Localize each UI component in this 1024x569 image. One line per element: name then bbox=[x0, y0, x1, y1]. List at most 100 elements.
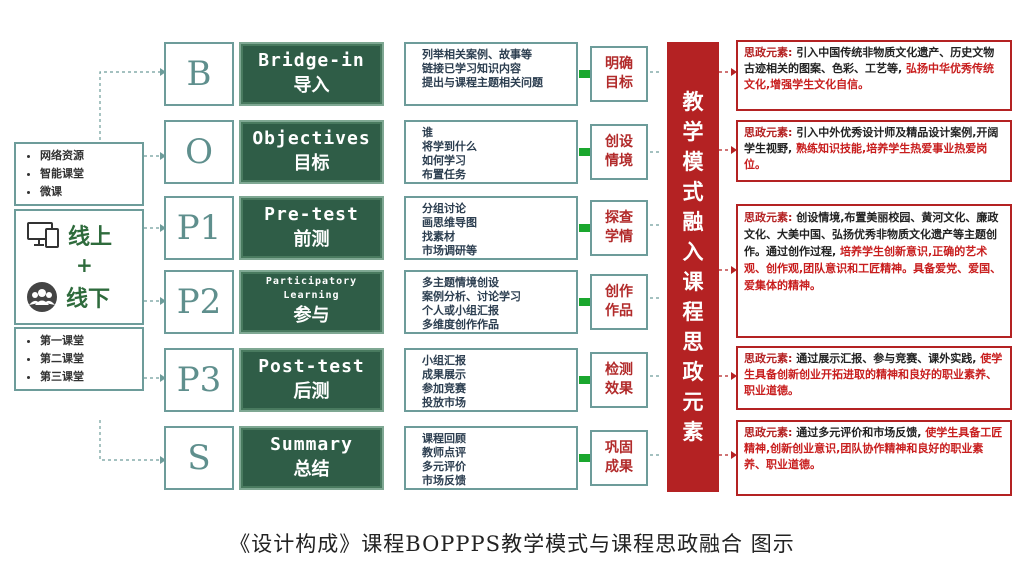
outcome-summary: 巩固 成果 bbox=[590, 430, 648, 486]
activities-objectives: 谁 将学到什么 如何学习 布置任务 bbox=[404, 120, 578, 184]
stage-summary: Summary 总结 bbox=[239, 426, 384, 490]
list-item: 第二课堂 bbox=[40, 350, 136, 368]
element-lead: 思政元素: bbox=[744, 126, 793, 139]
title-char: 元 bbox=[682, 389, 704, 414]
stage-cn-label: 前测 bbox=[293, 229, 330, 250]
activity-item: 布置任务 bbox=[422, 168, 466, 181]
activity-item: 分组讨论 bbox=[422, 202, 466, 215]
stage-objectives: Objectives 目标 bbox=[239, 120, 384, 184]
activity-item: 个人或小组汇报 bbox=[422, 304, 499, 317]
element-highlight: 弘扬中华优秀传统文化,增强学生文化自信。 bbox=[744, 62, 995, 91]
stage-pre-test: Pre-test 前测 bbox=[239, 196, 384, 260]
list-item: 智能课堂 bbox=[40, 165, 136, 183]
stage-letter-p3: P3 bbox=[164, 348, 234, 412]
element-box-3: 思政元素: 创设情境,布置美丽校园、黄河文化、廉政文化、大美中国、弘扬优秀非物质… bbox=[736, 204, 1012, 338]
stage-en-label: Post-test bbox=[258, 356, 365, 377]
outcome-line: 巩固 bbox=[605, 440, 633, 456]
stage-en-label: Bridge-in bbox=[258, 50, 365, 71]
activities-summary: 课程回顾 教师点评 多元评价 市场反馈 bbox=[404, 426, 578, 490]
element-lead: 思政元素: bbox=[744, 211, 793, 224]
outcome-post-test: 检测 效果 bbox=[590, 352, 648, 408]
outcome-line: 检测 bbox=[605, 362, 633, 378]
activity-item: 多元评价 bbox=[422, 460, 466, 473]
center-vertical-title: 教 学 模 式 融 入 课 程 思 政 元 素 bbox=[667, 42, 719, 492]
element-text: 引入中国传统非物质文化遗产、历史文物古迹相关的图案、色彩、工艺等, bbox=[744, 46, 995, 75]
activity-item: 找素材 bbox=[422, 230, 455, 243]
element-highlight: 培养学生创新意识,正确的艺术观、创作观,团队意识和工匠精神。具备爱党、爱国、爱集… bbox=[744, 245, 1002, 292]
title-char: 模 bbox=[682, 149, 704, 174]
list-item: 微课 bbox=[40, 183, 136, 201]
stage-en-label: Objectives bbox=[252, 128, 371, 149]
activity-item: 小组汇报 bbox=[422, 354, 466, 367]
outcome-line: 学情 bbox=[605, 229, 633, 245]
activity-item: 将学到什么 bbox=[422, 140, 477, 153]
activity-item: 画思维导图 bbox=[422, 216, 477, 229]
stage-letter-p1: P1 bbox=[164, 196, 234, 260]
stage-cn-label: 参与 bbox=[293, 305, 330, 326]
element-box-5: 思政元素: 通过多元评价和市场反馈, 使学生具备工匠精神,创新创业意识,团队协作… bbox=[736, 420, 1012, 496]
element-box-1: 思政元素: 引入中国传统非物质文化遗产、历史文物古迹相关的图案、色彩、工艺等, … bbox=[736, 40, 1012, 111]
title-char: 入 bbox=[682, 239, 704, 264]
activity-item: 课程回顾 bbox=[422, 432, 466, 445]
title-char: 课 bbox=[682, 269, 704, 294]
activity-item: 列举相关案例、故事等 bbox=[422, 48, 532, 61]
outcome-line: 效果 bbox=[605, 381, 633, 397]
stage-letter-p2: P2 bbox=[164, 270, 234, 334]
element-lead: 思政元素: bbox=[744, 46, 793, 59]
stage-letter-b: B bbox=[164, 42, 234, 106]
activity-item: 案例分析、讨论学习 bbox=[422, 290, 521, 303]
element-text: 通过多元评价和市场反馈, bbox=[796, 426, 922, 439]
title-char: 思 bbox=[682, 329, 704, 354]
stage-bridge-in: Bridge-in 导入 bbox=[239, 42, 384, 106]
activity-item: 投放市场 bbox=[422, 396, 466, 409]
stage-en-label: Summary bbox=[270, 434, 353, 455]
element-lead: 思政元素: bbox=[744, 426, 793, 439]
outcome-pre-test: 探查 学情 bbox=[590, 200, 648, 256]
list-item: 网络资源 bbox=[40, 147, 136, 165]
element-box-2: 思政元素: 引入中外优秀设计师及精品设计案例,开阔学生视野, 熟练知识技能,培养… bbox=[736, 120, 1012, 182]
outcome-line: 创作 bbox=[605, 284, 633, 300]
element-highlight: 熟练知识技能,培养学生热爱事业热爱岗位。 bbox=[744, 142, 988, 171]
element-box-4: 思政元素: 通过展示汇报、参与竞赛、课外实践, 使学生具备创新创业开拓进取的精神… bbox=[736, 346, 1012, 410]
activity-item: 多主题情境创设 bbox=[422, 276, 499, 289]
title-char: 程 bbox=[682, 299, 704, 324]
list-item: 第一课堂 bbox=[40, 332, 136, 350]
activity-item: 链接已学习知识内容 bbox=[422, 62, 521, 75]
activity-item: 参加竞赛 bbox=[422, 382, 466, 395]
computer-icon bbox=[27, 222, 59, 248]
plus-sign: + bbox=[76, 253, 93, 277]
outcome-line: 情境 bbox=[605, 153, 633, 169]
stage-cn-label: 导入 bbox=[293, 75, 330, 96]
activities-bridge-in: 列举相关案例、故事等 链接已学习知识内容 提出与课程主题相关问题 bbox=[404, 42, 578, 106]
stage-post-test: Post-test 后测 bbox=[239, 348, 384, 412]
element-highlight: 使学生具备创新创业开拓进取的精神和良好的职业素养、职业道德。 bbox=[744, 352, 1003, 397]
title-char: 学 bbox=[682, 119, 704, 144]
stage-letter-o: O bbox=[164, 120, 234, 184]
stage-en-label: Pre-test bbox=[264, 204, 359, 225]
activity-item: 市场反馈 bbox=[422, 474, 466, 487]
stage-cn-label: 总结 bbox=[293, 459, 330, 480]
outcome-bridge-in: 明确 目标 bbox=[590, 46, 648, 102]
activities-participatory-learning: 多主题情境创设 案例分析、讨论学习 个人或小组汇报 多维度创作作品 bbox=[404, 270, 578, 334]
activities-post-test: 小组汇报 成果展示 参加竞赛 投放市场 bbox=[404, 348, 578, 412]
online-label: 线上 bbox=[68, 224, 113, 250]
offline-label: 线下 bbox=[66, 286, 111, 312]
element-highlight: 使学生具备工匠精神,创新创业意识,团队协作精神和良好的职业素养、职业道德。 bbox=[744, 426, 1003, 471]
outcome-line: 创设 bbox=[605, 134, 633, 150]
element-text: 创设情境,布置美丽校园、黄河文化、廉政文化、大美中国、弘扬优秀非物质文化遗产等主… bbox=[744, 211, 999, 258]
resources-list: 网络资源 智能课堂 微课 bbox=[14, 142, 144, 206]
outcome-objectives: 创设 情境 bbox=[590, 124, 648, 180]
online-offline-box: 线上 + 线下 bbox=[14, 209, 144, 325]
classrooms-list: 第一课堂 第二课堂 第三课堂 bbox=[14, 327, 144, 391]
activities-pre-test: 分组讨论 画思维导图 找素材 市场调研等 bbox=[404, 196, 578, 260]
element-lead: 思政元素: bbox=[744, 352, 793, 365]
title-char: 式 bbox=[682, 179, 704, 204]
title-char: 教 bbox=[682, 89, 704, 114]
outcome-line: 作品 bbox=[605, 303, 633, 319]
stage-en-label: Participatory Learning bbox=[265, 276, 358, 301]
activity-item: 如何学习 bbox=[422, 154, 466, 167]
people-icon bbox=[27, 282, 57, 312]
outcome-line: 目标 bbox=[605, 75, 633, 91]
activity-item: 谁 bbox=[422, 126, 433, 139]
stage-cn-label: 后测 bbox=[293, 381, 330, 402]
